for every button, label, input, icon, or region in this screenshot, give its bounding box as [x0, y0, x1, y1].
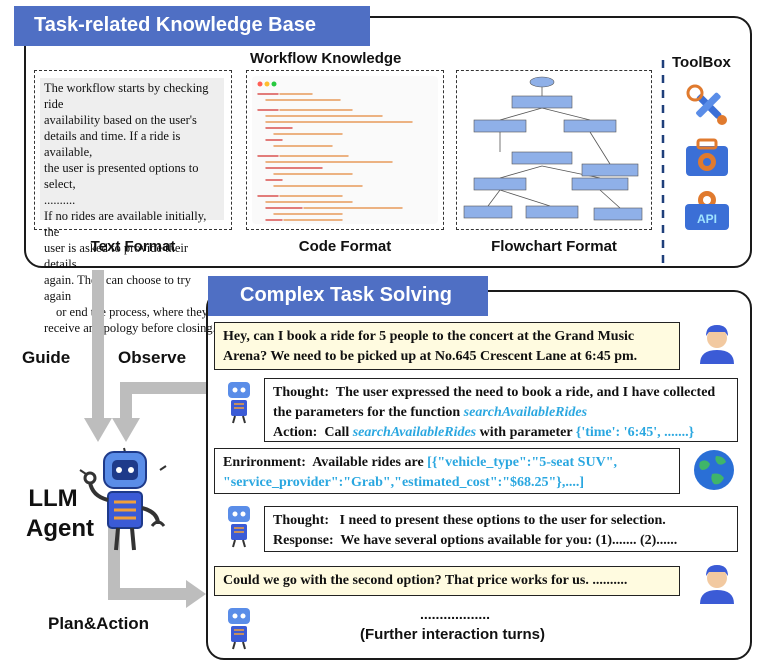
- function-name: searchAvailableRides: [463, 405, 588, 420]
- agent-robot-icon-3: [228, 608, 250, 650]
- code-format-box: [246, 70, 444, 230]
- agent-robot-icon: [228, 382, 250, 424]
- observe-label: Observe: [118, 348, 187, 367]
- environment-message: Enrironment: Available rides are [{"vehi…: [214, 448, 680, 494]
- flow-arrows: [84, 270, 206, 608]
- agent-message-2: Thought: I need to present these options…: [264, 506, 738, 552]
- user-avatar-icon-2: [700, 565, 734, 604]
- complex-task-title: Complex Task Solving: [208, 276, 488, 316]
- toolbox-gear-icon: [686, 138, 728, 176]
- flowchart-image: [463, 76, 643, 221]
- text-format-label: Text Format: [90, 238, 176, 255]
- function-params: {'time': '6:45', .......}: [575, 425, 695, 440]
- text-format-box: [34, 70, 232, 230]
- guide-label: Guide: [22, 348, 71, 367]
- environment-result: [{"vehicle_type":"5-seat SUV", "service_…: [223, 455, 617, 490]
- user-message-1: Hey, can I book a ride for 5 people to t…: [214, 322, 680, 370]
- code-snippet-image: [257, 81, 413, 221]
- workflow-knowledge-title: Workflow Knowledge: [250, 50, 402, 67]
- llm-agent-robot-icon: [79, 447, 167, 551]
- toolbox-title: ToolBox: [672, 54, 731, 71]
- api-icon: API: [685, 191, 729, 230]
- llm-agent-label: LLM Agent: [26, 485, 94, 542]
- knowledge-base-panel: [24, 16, 752, 268]
- agent-message-1: Thought: The user expressed the need to …: [264, 378, 738, 442]
- user-message-2: Could we go with the second option? That…: [214, 566, 680, 596]
- knowledge-base-title: Task-related Knowledge Base: [14, 6, 370, 46]
- text-format-content: The workflow starts by checking ride ava…: [40, 78, 224, 335]
- tools-icon: [686, 84, 727, 125]
- flowchart-format-label: Flowchart Format: [491, 238, 617, 255]
- plan-action-label: Plan&Action: [48, 614, 150, 633]
- function-call: searchAvailableRides: [352, 425, 477, 440]
- user-avatar-icon: [700, 325, 734, 364]
- code-format-label: Code Format: [298, 238, 392, 255]
- more-dots: ..................: [420, 606, 491, 622]
- flowchart-format-box: [456, 70, 652, 230]
- further-turns-label: (Further interaction turns): [360, 626, 546, 643]
- agent-robot-icon-2: [228, 506, 250, 548]
- toolbox-divider: [661, 60, 665, 266]
- code-format-content: [252, 76, 438, 224]
- globe-icon: [694, 450, 734, 490]
- svg-text:API: API: [697, 212, 717, 226]
